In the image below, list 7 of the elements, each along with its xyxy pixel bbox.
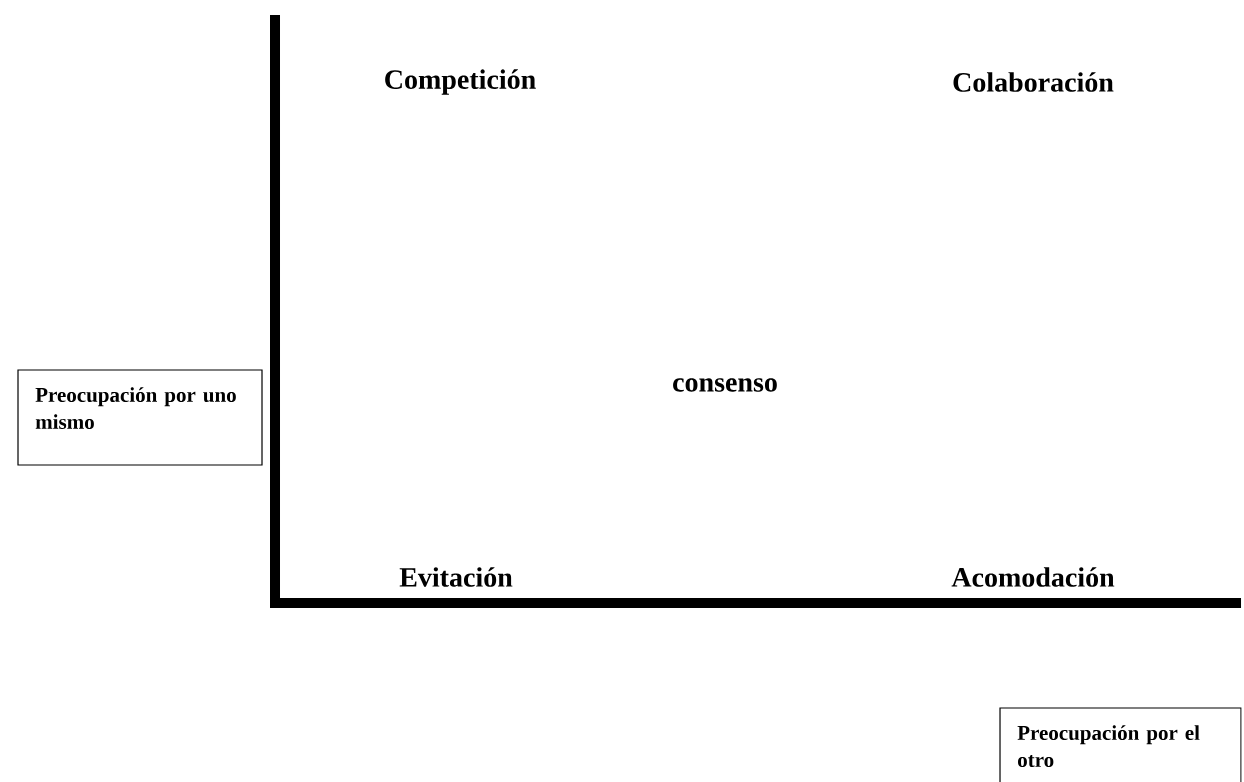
quadrant-label: Colaboración: [953, 72, 1114, 92]
text-box: Preocupación por el otro: [999, 707, 1242, 782]
quadrant-label: Acomodación: [951, 567, 1115, 587]
quadrant-label: Evitación: [399, 567, 513, 587]
quadrant-label: Competición: [385, 69, 536, 95]
text-box: Preocupación por uno mismo: [17, 369, 263, 466]
quadrant-label: consenso: [673, 378, 777, 392]
